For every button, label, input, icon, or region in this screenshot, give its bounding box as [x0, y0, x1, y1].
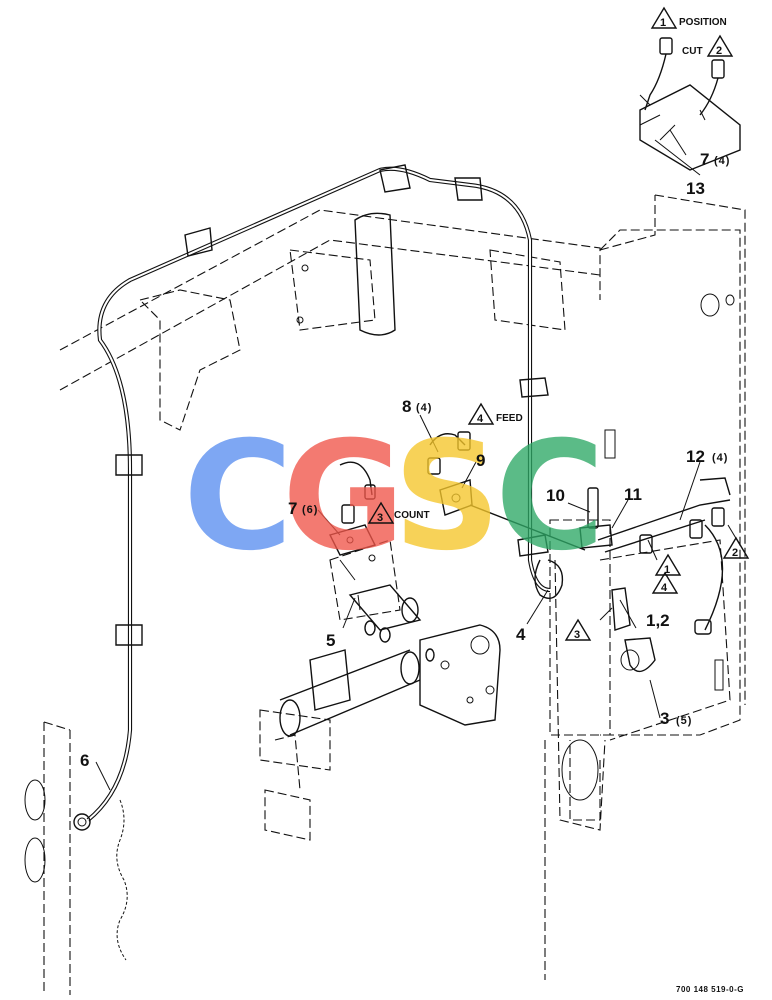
callout-3: 3 [660, 709, 669, 728]
callout-12-qty: (4) [712, 452, 728, 464]
callout-8: 8 [402, 397, 411, 416]
watermark-letter-s: S [393, 410, 501, 584]
watermark: C G S C [183, 410, 605, 584]
flag-marker-3: 3 [564, 618, 592, 641]
leader-lines [95, 129, 741, 791]
callout-5: 5 [326, 631, 335, 650]
junction-block [579, 477, 731, 673]
flag-position-text: POSITION [679, 17, 727, 28]
callout-11: 11 [624, 485, 642, 504]
callout-6: 6 [80, 751, 89, 770]
callout-7-inset: 7 [700, 150, 709, 169]
flag-position: 1 POSITION [650, 6, 727, 29]
flag-count-text: COUNT [394, 510, 430, 521]
callout-8-qty: (4) [416, 402, 432, 414]
callout-12: 12 [686, 447, 705, 466]
flag-marker-4-number: 4 [661, 582, 668, 594]
flag-marker-4: 4 [651, 571, 679, 594]
flag-cut-text: CUT [682, 46, 703, 57]
flag-cut: CUT 2 [682, 34, 734, 57]
flag-feed-text: FEED [496, 413, 523, 424]
callout-4: 4 [516, 625, 526, 644]
callout-1-2: 1,2 [646, 611, 670, 630]
flag-marker-2: 2 [722, 536, 750, 559]
feed-sensor-assembly [427, 431, 586, 551]
callout-13: 13 [686, 179, 705, 198]
watermark-letter-c2: C [495, 410, 605, 584]
watermark-letter-g: G [282, 410, 405, 584]
flag-count-number: 3 [377, 512, 383, 524]
callout-9: 9 [476, 451, 485, 470]
callout-10: 10 [546, 486, 565, 505]
callout-7-inset-qty: (4) [714, 155, 730, 167]
cable-loop [534, 559, 564, 599]
main-cable-harness [73, 164, 551, 961]
flag-count: 3 COUNT [367, 501, 430, 524]
callout-3-qty: (5) [676, 715, 692, 727]
flag-marker-2-number: 2 [732, 547, 738, 559]
flag-feed: 4 FEED [467, 402, 523, 425]
callout-7-count: 7 [288, 499, 297, 518]
watermark-letter-c1: C [183, 410, 293, 584]
figure-number: 700 148 519-0-G [676, 985, 744, 994]
flag-marker-1: 1 [654, 553, 682, 576]
flag-marker-1-number: 1 [664, 564, 670, 576]
flag-cut-number: 2 [716, 45, 722, 57]
roller-assembly [279, 212, 501, 737]
flag-position-number: 1 [660, 17, 666, 29]
count-sensor-assembly [328, 461, 377, 611]
flag-marker-3-number: 3 [574, 629, 580, 641]
inset-detail [639, 37, 741, 171]
flag-feed-number: 4 [477, 413, 484, 425]
callout-7-count-qty: (6) [302, 504, 318, 516]
callout-labels: 6 5 4 1,2 3 (5) 7 (6) 8 (4) 9 10 11 12 (… [80, 150, 730, 770]
frame-details [24, 264, 735, 883]
